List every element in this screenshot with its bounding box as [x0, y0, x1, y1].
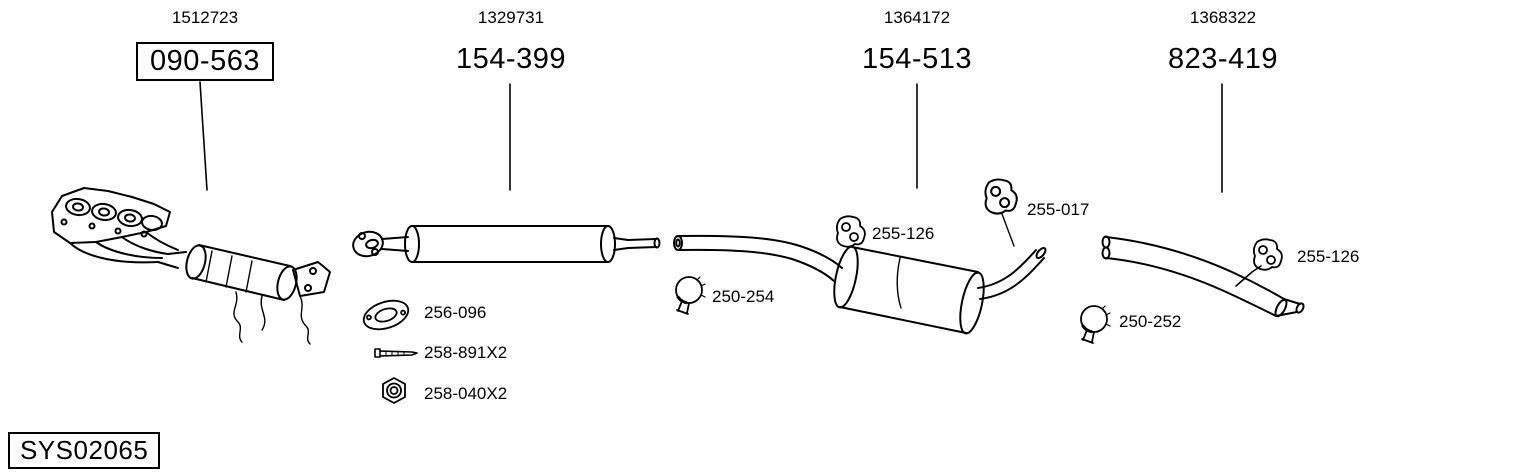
- part-label-nut: 258-040X2: [424, 384, 508, 403]
- tail-pipe-drawing: [1101, 235, 1305, 318]
- clamp-icon: [1080, 305, 1111, 344]
- ref-number-2: 1329731: [477, 8, 545, 27]
- rear-muffler-drawing: [673, 213, 1047, 335]
- part-label-clamp-front: 250-254: [712, 287, 775, 306]
- part-label-hanger-tail: 255-126: [1297, 247, 1360, 266]
- hanger-icon: [984, 178, 1018, 215]
- gasket-icon: [362, 299, 410, 331]
- part-number-1: 090-563: [95, 42, 315, 81]
- ref-number-3: 1364172: [883, 8, 951, 27]
- part-number-3: 154-513: [807, 42, 1027, 77]
- bolt-icon: [374, 348, 418, 358]
- system-code: SYS02065: [8, 432, 161, 469]
- part-number-2: 154-399: [401, 42, 621, 77]
- part-label-clamp-rear: 250-252: [1119, 312, 1182, 331]
- part-number-3-label: 154-513: [862, 43, 972, 75]
- part-label-hanger-rear: 255-017: [1027, 200, 1090, 219]
- part-label-bolt: 258-891X2: [424, 343, 508, 362]
- part-number-4-label: 823-419: [1168, 43, 1278, 75]
- part-number-4: 823-419: [1113, 42, 1333, 77]
- hanger-icon: [835, 215, 866, 248]
- part-label-gasket: 256-096: [424, 303, 487, 322]
- ref-number-4: 1368322: [1189, 8, 1257, 27]
- part-number-2-label: 154-399: [456, 43, 566, 75]
- hanger-icon: [1252, 238, 1283, 271]
- leader-lines: [199, 81, 1223, 193]
- ref-number-1: 1512723: [171, 8, 239, 27]
- part-number-1-label: 090-563: [136, 42, 274, 81]
- nut-icon: [382, 377, 406, 404]
- clamp-icon: [675, 276, 706, 315]
- part-label-hanger-mid: 255-126: [872, 224, 935, 243]
- manifold-catalyst-drawing: [51, 187, 331, 345]
- center-silencer-drawing: [352, 225, 661, 263]
